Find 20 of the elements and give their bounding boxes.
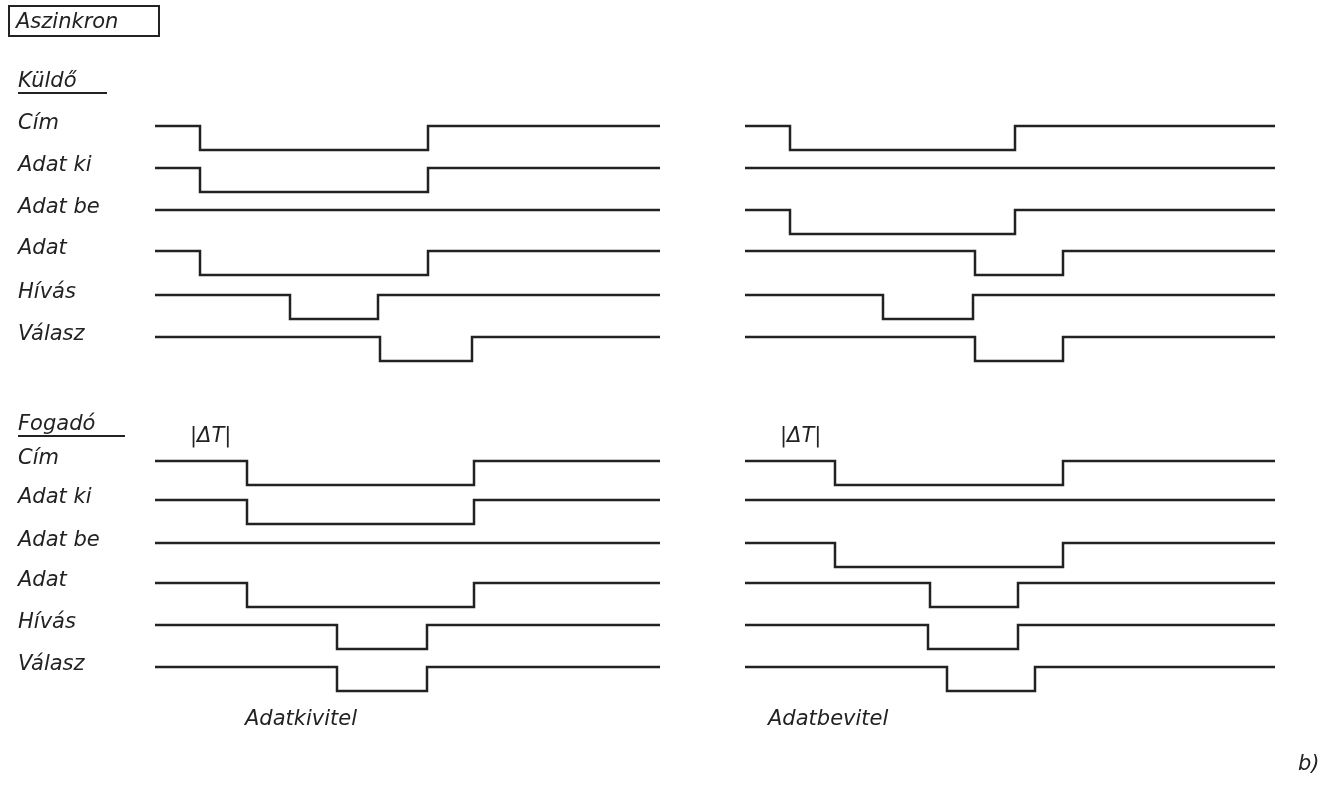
signal-label: Adat ki <box>18 152 92 176</box>
signal-label: Válasz <box>18 651 85 675</box>
signal-label: Adat ki <box>18 484 92 508</box>
signal-label: Cím <box>18 445 59 469</box>
delta-t-marker: |ΔT| <box>190 423 232 447</box>
section-heading: Fogadó <box>18 411 126 437</box>
signal-label: Válasz <box>18 321 85 345</box>
signal-label: Adat <box>18 567 67 591</box>
section-heading: Küldő <box>18 68 107 94</box>
signal-label: Cím <box>18 110 59 134</box>
title-box: Aszinkron <box>8 5 161 37</box>
signal-label: Hívás <box>18 279 76 303</box>
signal-label: Adat be <box>18 527 100 551</box>
signal-label: Hívás <box>18 609 76 633</box>
signal-label: Adat be <box>18 194 100 218</box>
panel-caption: Adatkivitel <box>245 706 358 730</box>
signal-label: Adat <box>18 235 67 259</box>
panel-caption: Adatbevitel <box>768 706 889 730</box>
figure-label: b) <box>1298 751 1320 775</box>
delta-t-marker: |ΔT| <box>780 423 822 447</box>
